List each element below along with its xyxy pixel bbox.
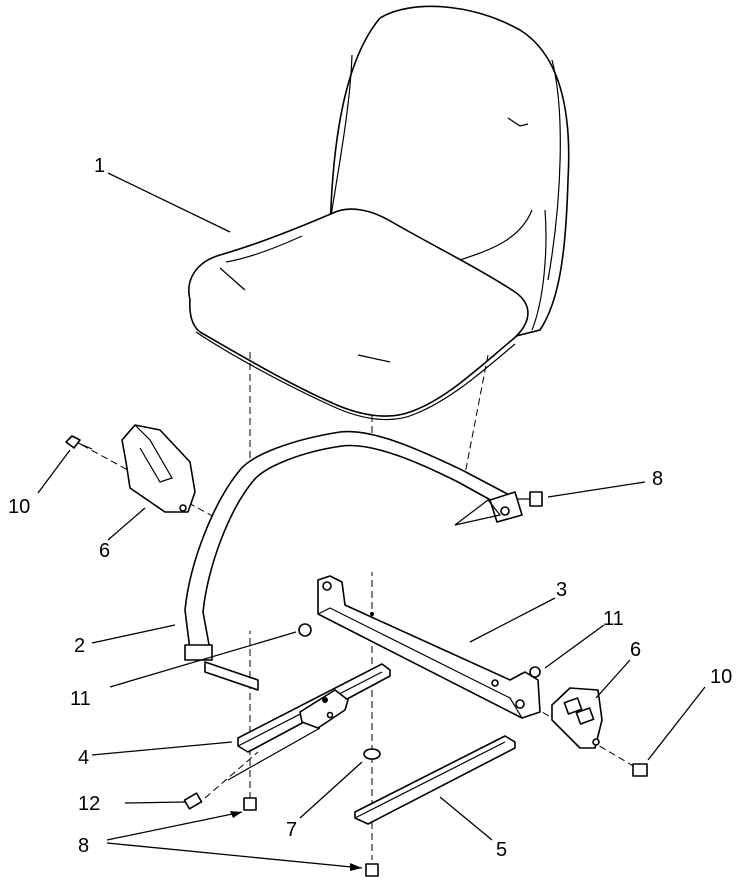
callout-6-right: 6 bbox=[630, 639, 641, 661]
assembly-lines bbox=[81, 352, 641, 860]
callout-1: 1 bbox=[94, 155, 105, 177]
leader-lines bbox=[37, 172, 706, 869]
callout-6-left: 6 bbox=[99, 540, 110, 562]
callout-5: 5 bbox=[496, 839, 507, 861]
cross-bracket bbox=[317, 575, 541, 719]
callout-11-right: 11 bbox=[603, 608, 624, 630]
callout-10-right: 10 bbox=[710, 666, 732, 688]
slide-rail-right bbox=[354, 735, 516, 825]
seat-belt-right bbox=[551, 687, 603, 749]
callout-11-left: 11 bbox=[70, 688, 91, 710]
seat-frame bbox=[184, 430, 523, 691]
callout-8-bottom: 8 bbox=[78, 835, 89, 857]
callout-8-top: 8 bbox=[652, 468, 663, 490]
hardware bbox=[65, 435, 648, 877]
callout-10-left: 10 bbox=[8, 496, 30, 518]
arrowhead-8b bbox=[350, 863, 362, 871]
callout-12: 12 bbox=[78, 793, 100, 815]
slide-rail-left bbox=[227, 663, 391, 781]
seat bbox=[188, 5, 570, 421]
callout-3: 3 bbox=[556, 579, 567, 601]
callout-2: 2 bbox=[74, 635, 85, 657]
callout-4: 4 bbox=[78, 747, 89, 769]
callout-labels: 1 2 3 4 5 6 6 7 8 8 10 10 11 11 12 bbox=[8, 155, 732, 861]
seat-belt-left bbox=[121, 424, 196, 513]
arrowhead-8a bbox=[230, 811, 242, 818]
callout-7: 7 bbox=[286, 819, 297, 841]
